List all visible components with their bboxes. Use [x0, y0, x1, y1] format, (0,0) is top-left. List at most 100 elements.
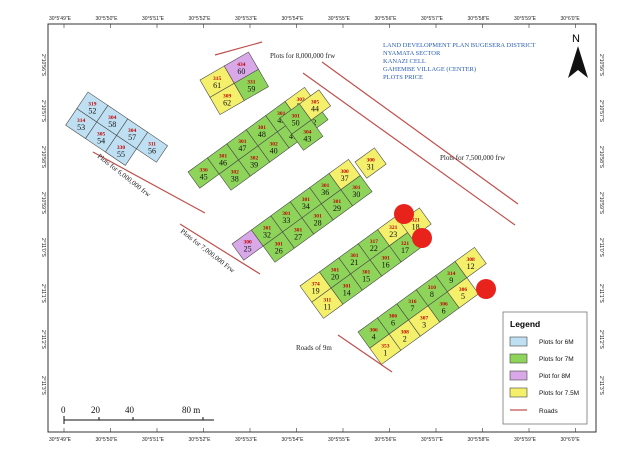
plot-number: 301 [313, 213, 322, 219]
plot-size: 15 [362, 274, 370, 283]
plot-number: 316 [408, 299, 417, 305]
plot-number: 304 [108, 115, 117, 121]
plot-size: 36 [321, 188, 329, 197]
plot-number: 301 [333, 199, 342, 205]
coord-label: 30°5'55"E [328, 437, 351, 443]
legend: Legend Plots for 6M Plots for 7M Plot fo… [502, 311, 588, 425]
coord-label: 30°5'51"E [142, 16, 165, 22]
coord-label: 30°5'55"E [328, 16, 351, 22]
plot-number: 300 [243, 239, 252, 245]
plot-number: 314 [77, 118, 86, 124]
plot-size: 16 [382, 260, 390, 269]
coord-label: 2°11'1"S [40, 284, 46, 303]
coord-label: 2°11'3"S [598, 376, 604, 395]
plot-number: 308 [467, 257, 476, 263]
right-coordinate-ticks: 2°10'56"S2°10'57"S2°10'58"S2°10'59"S2°11… [598, 54, 604, 395]
plot-number: 321 [401, 241, 410, 247]
plot-size: 58 [108, 120, 116, 129]
scale-label: 40 [125, 405, 135, 415]
block-b: 3002530132301333013430136300373012630127… [231, 158, 373, 263]
plot-size: 28 [314, 218, 322, 227]
plot-number: 434 [237, 62, 246, 68]
scale-label: 0 [61, 405, 66, 415]
plot-number: 317 [370, 239, 379, 245]
legend-label: Roads [539, 408, 559, 415]
road-line [337, 334, 393, 373]
plot-number: 308 [401, 330, 410, 336]
plot-size: 57 [128, 133, 136, 142]
coord-label: 30°5'49"E [49, 16, 72, 22]
plot-size: 38 [231, 175, 239, 184]
coord-label: 2°11'1"S [598, 284, 604, 303]
coord-label: 2°11'2"S [598, 330, 604, 349]
coord-label: 30°5'52"E [189, 16, 212, 22]
plot-size: 44 [311, 104, 319, 113]
plot-size: 26 [275, 247, 283, 256]
plot-number: 301 [331, 267, 340, 273]
plot-size: 5 [461, 292, 465, 301]
plot-size: 41 [289, 132, 297, 141]
plot-number: 321 [411, 217, 420, 223]
title-line: KANAZI CELL [383, 58, 426, 65]
location-markers [394, 204, 496, 299]
plot-number: 301 [291, 113, 300, 119]
plot-size: 9 [449, 276, 453, 285]
plot-size: 6 [391, 318, 395, 327]
title-line: GAHEMBE VILLAGE (CENTER) [383, 66, 476, 73]
plot-shape [454, 246, 487, 279]
plot-number: 301 [381, 255, 390, 261]
plot-number: 314 [447, 271, 456, 277]
plot-number: 301 [258, 125, 267, 131]
legend-swatch-7-5m [509, 387, 528, 398]
plot-number: 315 [213, 76, 222, 82]
plot-number: 330 [117, 145, 126, 151]
plot-shape [354, 147, 387, 179]
coord-label: 30°5'53"E [235, 437, 258, 443]
plot-size: 40 [270, 146, 278, 155]
plot-size: 48 [258, 130, 266, 139]
coord-label: 2°11'3"S [40, 376, 46, 395]
coord-label: 30°5'58"E [468, 437, 491, 443]
plot-number: 307 [420, 315, 429, 321]
plot-number: 311 [148, 142, 156, 148]
coord-label: 2°10'58"S [598, 146, 604, 169]
plot-size: 18 [412, 222, 420, 231]
plot-size: 7 [410, 304, 414, 313]
coord-label: 2°10'59"S [40, 192, 46, 215]
north-arrow-icon: N [568, 33, 588, 78]
plot-size: 19 [312, 286, 320, 295]
plot-number: 303 [297, 97, 306, 103]
plot-size: 8 [430, 290, 434, 299]
legend-swatch-6m [509, 336, 528, 347]
plot-size: 47 [238, 144, 246, 153]
plot-number: 302 [231, 170, 240, 176]
plot-number: 301 [263, 225, 272, 231]
north-arrow-shape [568, 46, 588, 78]
location-marker [394, 204, 414, 224]
plot-number: 305 [97, 131, 106, 137]
scale-label: 80 m [182, 405, 200, 415]
coord-label: 2°11'0"S [598, 238, 604, 257]
scale-label: 20 [91, 405, 101, 415]
roads [92, 41, 519, 373]
plot-number: 301 [343, 284, 352, 290]
road-line [92, 151, 206, 214]
plot-size: 23 [389, 230, 397, 239]
coord-label: 2°10'56"S [40, 54, 46, 77]
plot-size: 4 [372, 332, 376, 341]
legend-label: Plots for 7M [539, 356, 574, 363]
plot-shape [340, 175, 373, 207]
plot-size: 61 [213, 81, 221, 90]
plot-number: 300 [366, 157, 375, 163]
plot-size: 50 [292, 118, 300, 127]
